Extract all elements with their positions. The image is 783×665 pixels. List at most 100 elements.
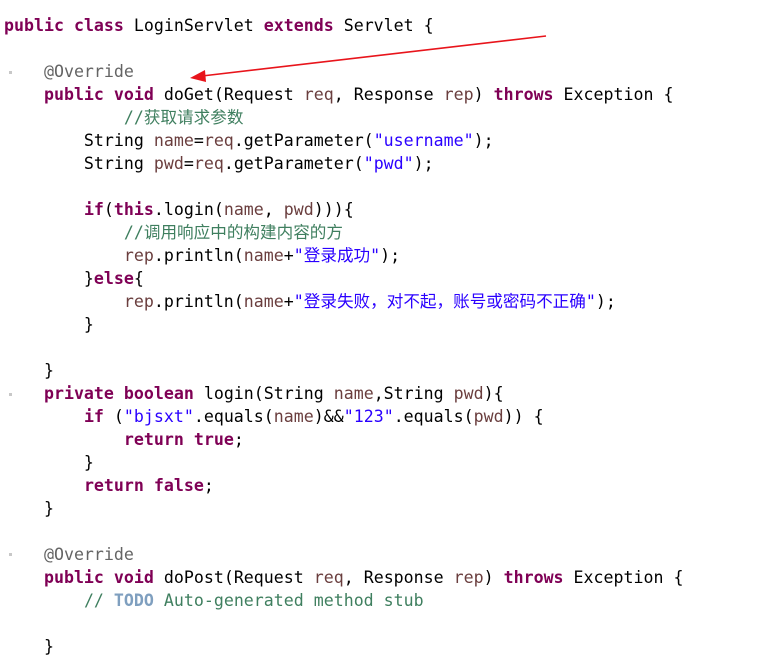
code-line[interactable]: rep.println(name+"登录成功"); bbox=[4, 244, 400, 267]
keyword-token: public bbox=[43, 85, 104, 104]
code-token: .equals( bbox=[193, 407, 274, 426]
code-line[interactable]: return true; bbox=[4, 428, 244, 451]
code-token: , Response bbox=[343, 568, 454, 587]
code-token bbox=[104, 85, 114, 104]
code-line[interactable]: } bbox=[4, 313, 94, 336]
variable-token: name bbox=[243, 246, 284, 265]
comment-token: //调用响应中的构建内容的方 bbox=[123, 223, 343, 242]
code-token: } bbox=[4, 315, 94, 334]
code-line[interactable]: if(this.login(name, pwd))){ bbox=[4, 198, 354, 221]
code-token: , Response bbox=[333, 85, 444, 104]
code-token: ); bbox=[380, 246, 401, 265]
keyword-token: public bbox=[43, 568, 104, 587]
code-token: + bbox=[283, 246, 294, 265]
keyword-token: throws bbox=[503, 568, 564, 587]
string-token: "123" bbox=[343, 407, 394, 426]
fold-marker-login[interactable] bbox=[9, 393, 12, 396]
code-line[interactable]: rep.println(name+"登录失败，对不起，账号或密码不正确"); bbox=[4, 290, 616, 313]
variable-token: rep bbox=[443, 85, 474, 104]
keyword-token: false bbox=[153, 476, 204, 495]
code-line[interactable]: //获取请求参数 bbox=[4, 106, 244, 129]
code-token bbox=[144, 476, 154, 495]
code-token: .println( bbox=[153, 246, 244, 265]
code-line[interactable]: @Override bbox=[4, 60, 134, 83]
code-token: .login( bbox=[153, 200, 224, 219]
code-token: .println( bbox=[153, 292, 244, 311]
string-token: "username" bbox=[373, 131, 474, 150]
variable-token: pwd bbox=[283, 200, 314, 219]
code-line[interactable]: public void doGet(Request req, Response … bbox=[4, 83, 673, 106]
code-line[interactable]: String name=req.getParameter("username")… bbox=[4, 129, 494, 152]
code-token: } bbox=[4, 269, 94, 288]
code-token bbox=[4, 200, 84, 219]
code-line[interactable]: } bbox=[4, 451, 94, 474]
code-token bbox=[4, 430, 124, 449]
code-line[interactable]: public class LoginServlet extends Servle… bbox=[4, 14, 434, 37]
code-token: } bbox=[4, 499, 54, 518]
code-line[interactable]: } bbox=[4, 635, 54, 658]
code-token: = bbox=[183, 154, 194, 173]
code-line[interactable]: }else{ bbox=[4, 267, 144, 290]
comment-token: Auto-generated method stub bbox=[153, 591, 424, 610]
code-token: } bbox=[4, 637, 54, 656]
variable-token: name bbox=[153, 131, 194, 150]
variable-token: rep bbox=[123, 292, 154, 311]
code-token bbox=[4, 407, 84, 426]
code-token: Exception { bbox=[563, 568, 684, 587]
fold-marker-dopost[interactable] bbox=[9, 71, 12, 74]
variable-token: name bbox=[243, 292, 284, 311]
code-token bbox=[4, 85, 44, 104]
code-token: ))){ bbox=[313, 200, 354, 219]
code-token: login(String bbox=[193, 384, 334, 403]
code-token bbox=[4, 545, 44, 564]
code-line[interactable]: public void doPost(Request req, Response… bbox=[4, 566, 683, 589]
code-line[interactable]: } bbox=[4, 497, 54, 520]
code-token bbox=[4, 223, 124, 242]
code-token bbox=[64, 16, 74, 35]
code-token: ); bbox=[413, 154, 434, 173]
keyword-token: class bbox=[73, 16, 124, 35]
keyword-token: if bbox=[83, 200, 104, 219]
string-token: "pwd" bbox=[363, 154, 414, 173]
todo-token: TODO bbox=[113, 591, 154, 610]
variable-token: name bbox=[333, 384, 374, 403]
code-token: ); bbox=[473, 131, 494, 150]
variable-token: pwd bbox=[453, 384, 484, 403]
code-token: ; bbox=[233, 430, 244, 449]
code-token: doPost(Request bbox=[153, 568, 314, 587]
code-token: { bbox=[133, 269, 144, 288]
code-token: = bbox=[193, 131, 204, 150]
variable-token: pwd bbox=[153, 154, 184, 173]
code-token: , bbox=[263, 200, 284, 219]
code-token: } bbox=[4, 361, 54, 380]
keyword-token: return bbox=[123, 430, 184, 449]
code-line[interactable]: return false; bbox=[4, 474, 214, 497]
code-token: ( bbox=[103, 407, 124, 426]
code-token: ); bbox=[595, 292, 616, 311]
fold-marker-override[interactable] bbox=[9, 553, 12, 556]
keyword-token: true bbox=[193, 430, 234, 449]
code-token: .getParameter( bbox=[233, 131, 374, 150]
code-line[interactable]: //调用响应中的构建内容的方 bbox=[4, 221, 343, 244]
code-line[interactable]: // TODO Auto-generated method stub bbox=[4, 589, 424, 612]
code-token bbox=[4, 591, 84, 610]
code-token: } bbox=[4, 453, 94, 472]
code-token bbox=[4, 108, 124, 127]
code-line[interactable]: String pwd=req.getParameter("pwd"); bbox=[4, 152, 434, 175]
code-token: String bbox=[4, 154, 154, 173]
variable-token: req bbox=[303, 85, 334, 104]
code-line[interactable]: if ("bjsxt".equals(name)&&"123".equals(p… bbox=[4, 405, 544, 428]
code-token bbox=[4, 246, 124, 265]
code-token: LoginServlet bbox=[123, 16, 264, 35]
code-line[interactable]: } bbox=[4, 359, 54, 382]
code-token: ( bbox=[103, 200, 114, 219]
variable-token: pwd bbox=[473, 407, 504, 426]
keyword-token: else bbox=[93, 269, 134, 288]
keyword-token: extends bbox=[263, 16, 334, 35]
keyword-token: this bbox=[113, 200, 154, 219]
code-line[interactable]: @Override bbox=[4, 543, 134, 566]
variable-token: name bbox=[223, 200, 264, 219]
code-line[interactable]: private boolean login(String name,String… bbox=[4, 382, 504, 405]
code-token bbox=[4, 568, 44, 587]
